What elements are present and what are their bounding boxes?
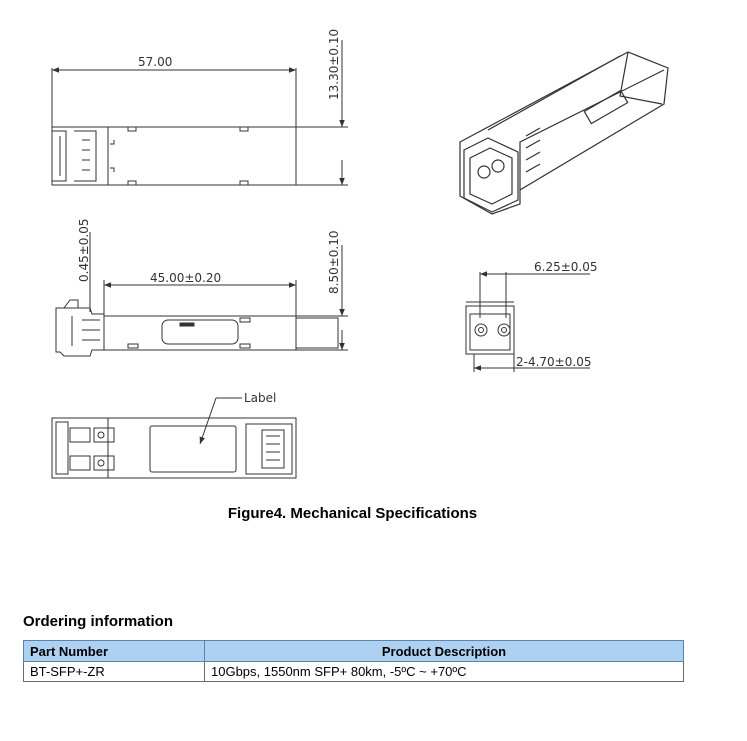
width-dimension: 8.50±0.10 [327,231,341,295]
front-view [465,271,590,372]
body-length-dimension: 45.00±0.20 [150,271,221,285]
table-header-row: Part Number Product Description [23,640,684,662]
isometric-view [459,51,669,215]
ordering-title: Ordering information [23,613,173,630]
mechanical-drawing: 57.00 13.30±0.10 0.45±0.05 45.00±0.20 8.… [51,29,669,479]
part-number-cell: BT-SFP+-ZR [23,661,205,682]
figure-caption: Figure4. Mechanical Specifications [227,505,478,522]
side-view [55,232,348,357]
header-part-number: Part Number [23,640,205,662]
offset-dimension: 0.45±0.05 [77,219,91,283]
port-pitch-dimension: 6.25±0.05 [534,260,598,274]
bottom-view [51,397,297,479]
top-view [51,40,348,186]
ordering-table: Part Number Product Description BT-SFP+-… [23,640,684,682]
header-product-description: Product Description [204,640,684,662]
product-description-cell: 10Gbps, 1550nm SFP+ 80km, -5ºC ~ +70ºC [204,661,684,682]
height-dimension: 13.30±0.10 [327,29,341,100]
length-dimension: 57.00 [138,55,172,69]
label-callout: Label [244,391,276,405]
port-size-dimension: 2-4.70±0.05 [516,355,591,369]
table-row: BT-SFP+-ZR 10Gbps, 1550nm SFP+ 80km, -5º… [23,661,684,682]
